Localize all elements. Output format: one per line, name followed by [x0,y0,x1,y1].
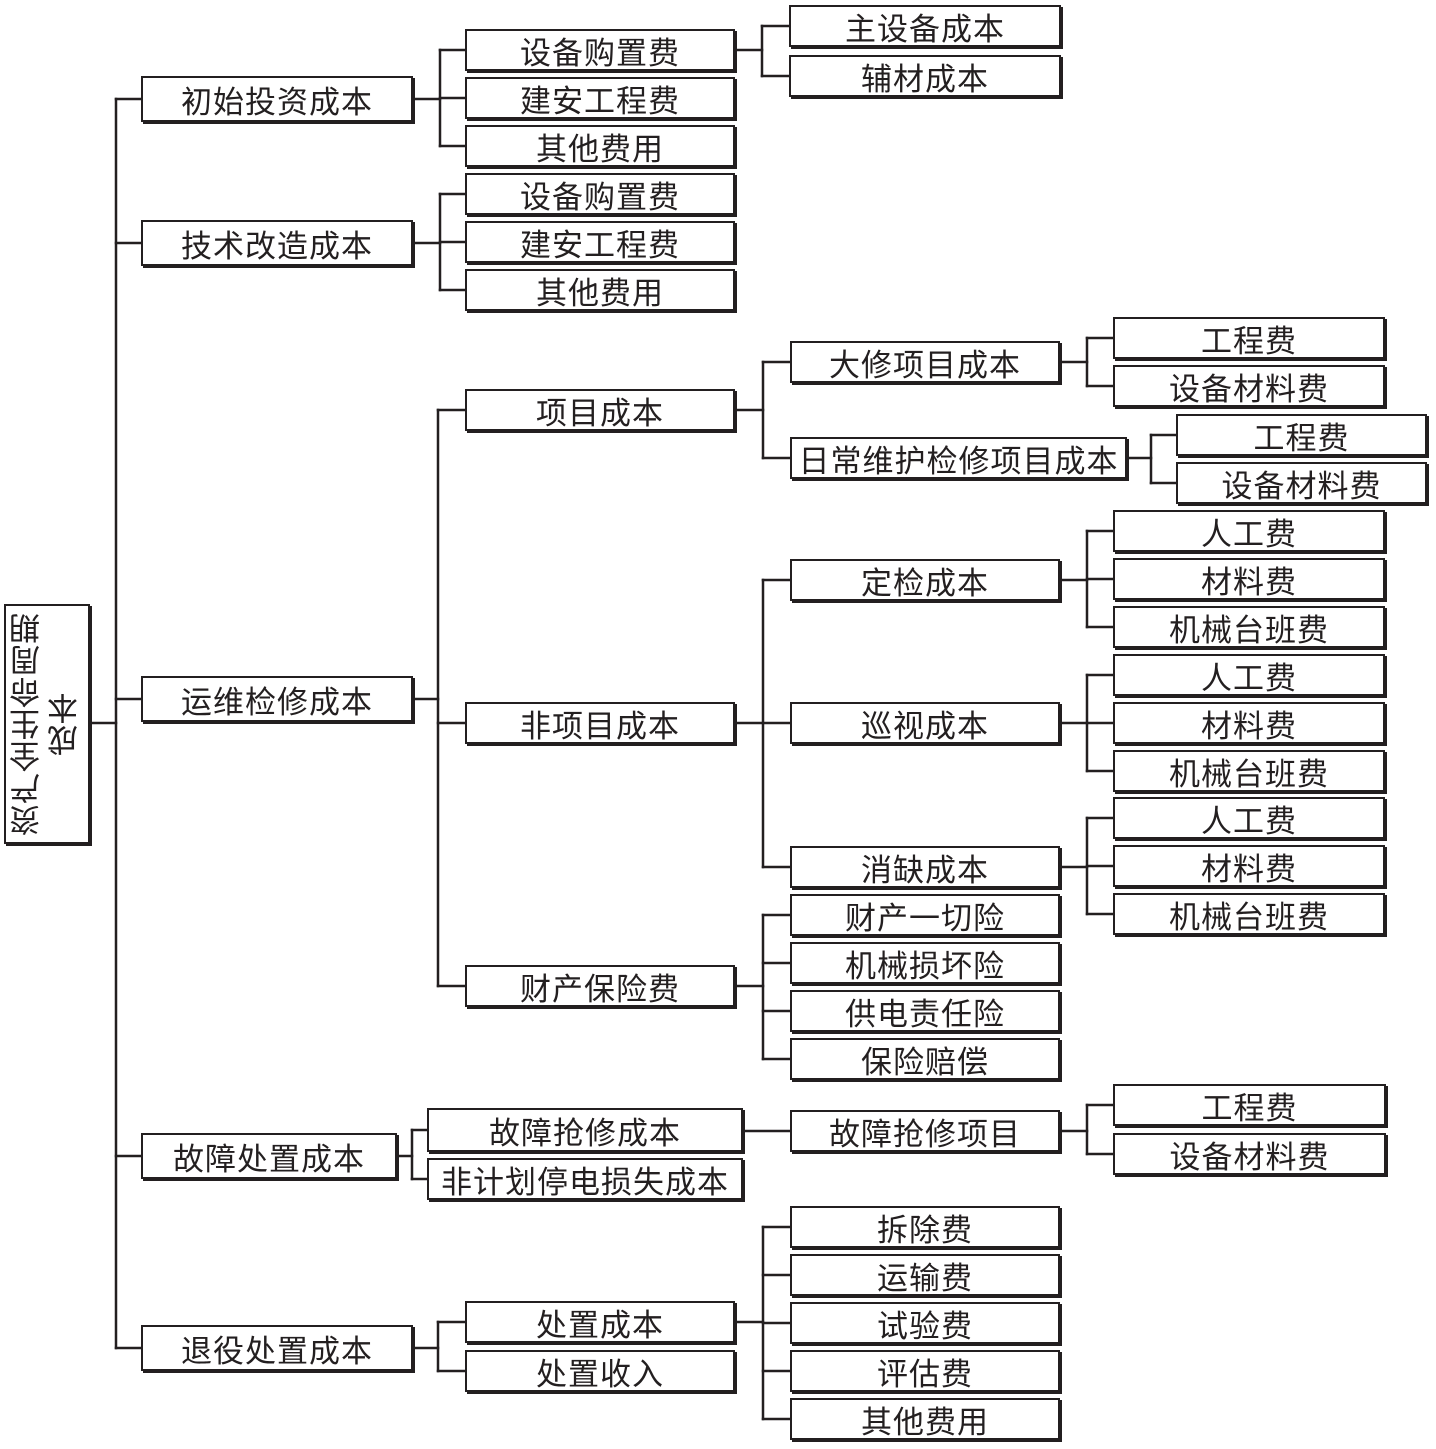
node-tech-upgrade: 技术改造成本 [141,220,413,266]
node-equipment-purchase: 设备购置费 [465,173,735,216]
node-other-fees: 其他费用 [465,125,735,168]
node-test-fee: 试验费 [790,1302,1060,1345]
node-labor-fee: 人工费 [1113,510,1385,553]
node-unplanned-outage-loss-cost: 非计划停电损失成本 [427,1158,743,1201]
node-machinery-shift-fee: 机械台班费 [1113,893,1385,936]
node-power-supply-liability-insurance: 供电责任险 [790,990,1060,1033]
node-assessment-fee: 评估费 [790,1350,1060,1393]
node-routine-maintenance-project-cost: 日常维护检修项目成本 [790,437,1127,480]
node-all-risks-insurance: 财产一切险 [790,894,1060,937]
node-non-project-cost: 非项目成本 [465,702,735,745]
node-engineering-fee: 工程费 [1176,414,1427,457]
node-other-fees: 其他费用 [790,1398,1060,1441]
node-material-fee: 材料费 [1113,845,1385,888]
node-fault-repair-cost: 故障抢修成本 [427,1108,743,1152]
node-equipment-purchase: 设备购置费 [465,29,735,72]
node-defect-elimination-cost: 消缺成本 [790,846,1060,889]
node-demolition-fee: 拆除费 [790,1206,1060,1249]
node-machinery-breakdown-insurance: 机械损坏险 [790,942,1060,985]
node-retirement: 退役处置成本 [141,1325,413,1371]
node-other-fees: 其他费用 [465,269,735,312]
node-project-cost: 项目成本 [465,389,735,432]
node-operation-maintenance: 运维检修成本 [141,676,413,722]
node-construction-install: 建安工程费 [465,77,735,120]
node-property-insurance: 财产保险费 [465,965,735,1008]
node-insurance-compensation: 保险赔偿 [790,1038,1060,1081]
node-machinery-shift-fee: 机械台班费 [1113,750,1385,793]
node-construction-install: 建安工程费 [465,221,735,264]
node-fault-handling: 故障处置成本 [141,1133,397,1179]
node-labor-fee: 人工费 [1113,797,1385,840]
node-fault-repair-project: 故障抢修项目 [790,1110,1060,1153]
node-engineering-fee: 工程费 [1113,317,1385,360]
node-equipment-material-fee: 设备材料费 [1113,1133,1386,1176]
node-auxiliary-material-cost: 辅材成本 [789,55,1061,98]
node-equipment-material-fee: 设备材料费 [1113,365,1385,408]
node-material-fee: 材料费 [1113,558,1385,601]
node-machinery-shift-fee: 机械台班费 [1113,606,1385,649]
node-root: 资产全生命周期成本 [4,604,90,844]
node-initial-investment: 初始投资成本 [141,76,413,122]
node-transport-fee: 运输费 [790,1254,1060,1297]
node-engineering-fee: 工程费 [1113,1084,1386,1127]
node-periodic-inspection-cost: 定检成本 [790,559,1060,602]
node-material-fee: 材料费 [1113,702,1385,745]
node-disposal-income: 处置收入 [465,1350,735,1393]
node-disposal-cost: 处置成本 [465,1301,735,1344]
node-equipment-material-fee: 设备材料费 [1176,462,1427,505]
node-overhaul-project-cost: 大修项目成本 [790,341,1060,384]
node-labor-fee: 人工费 [1113,654,1385,697]
node-patrol-cost: 巡视成本 [790,702,1060,745]
node-main-equipment-cost: 主设备成本 [789,5,1061,48]
